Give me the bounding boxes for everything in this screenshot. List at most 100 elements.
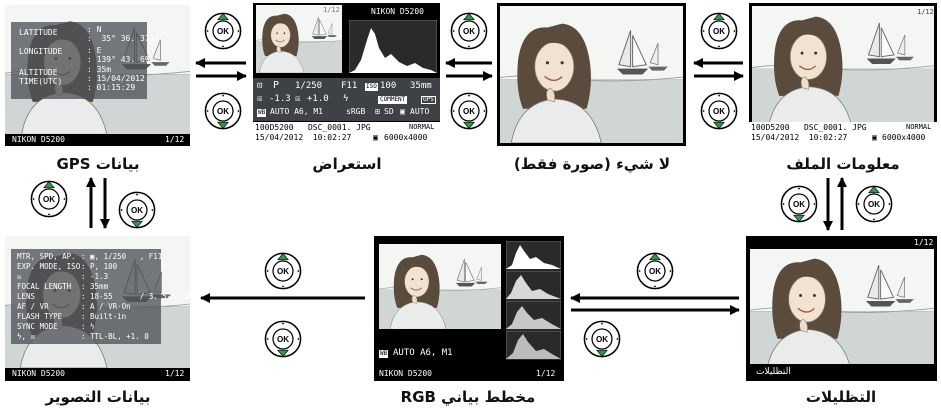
shooting-row-label: FLASH TYPE bbox=[17, 312, 63, 321]
shooting-row-value: : ▣, 1/250 , F11 bbox=[81, 252, 163, 261]
caption-highlights: التظليلات bbox=[805, 388, 877, 406]
d-lighting-icon: ▣ bbox=[400, 107, 405, 116]
exposure-comp-value: -1.3 bbox=[269, 94, 291, 104]
shooting-row-label: SYNC MODE bbox=[17, 322, 58, 331]
histogram-blue bbox=[506, 330, 561, 360]
file-info-screen: 1/12 100D5200 DSC_0001. JPG NORMAL 15/04… bbox=[749, 3, 937, 146]
luminance-histogram bbox=[349, 20, 437, 73]
file-image-size-icon: ▣ bbox=[872, 133, 877, 142]
gps-data-screen: LATITUDE : N : 35° 36. 371' LONGITUDE : … bbox=[5, 5, 190, 146]
longitude-label: LONGITUDE bbox=[19, 47, 63, 56]
d-lighting-value: AUTO bbox=[410, 107, 430, 116]
altitude-label: ALTITUDE bbox=[19, 68, 58, 77]
highlights-screen: 1/12 التظليلات bbox=[746, 236, 937, 381]
multi-selector-down-icon bbox=[780, 185, 818, 223]
image-size: 6000x4000 bbox=[384, 133, 428, 142]
overview-info-bar bbox=[253, 78, 440, 121]
comment-icon: COMMENT bbox=[378, 96, 408, 104]
rgb-white-balance-icon: WB bbox=[379, 350, 389, 358]
file-capture-datetime: 15/04/2012 10:02:27 bbox=[751, 133, 848, 142]
longitude-ew: : E bbox=[87, 46, 102, 55]
shooting-row-value: : TTL-BL, +1. 0 bbox=[81, 332, 149, 341]
multi-selector-up-icon bbox=[636, 252, 674, 290]
frame-counter: 1/12 bbox=[165, 135, 185, 144]
shooting-row-label: ϟ, ☒ bbox=[17, 332, 36, 341]
time-utc-label: TIME(UTC) bbox=[19, 77, 63, 86]
gps-icon: GPS bbox=[421, 96, 436, 104]
overview-screen: 1/12 NIKON D5200 ⊡ P 1/250 F11 ISO 100 3… bbox=[253, 3, 440, 146]
caption-shooting: بيانات التصوير bbox=[45, 388, 151, 406]
file-frame-counter: 1/12 bbox=[917, 8, 934, 16]
multi-selector-down-icon bbox=[583, 320, 621, 358]
shooting-frame-counter: 1/12 bbox=[165, 369, 185, 378]
shooting-row-value: : 35mm bbox=[81, 282, 109, 291]
altitude-value: : 35m bbox=[87, 65, 112, 74]
gps-overlay bbox=[11, 22, 147, 99]
shooting-row-value: : ϟ bbox=[81, 322, 95, 331]
multi-selector-up-icon bbox=[700, 12, 738, 50]
rgb-white-balance-value: AUTO A6, M1 bbox=[393, 348, 453, 358]
shooting-row-value: : Built-in bbox=[81, 312, 127, 321]
multi-selector-up-icon bbox=[30, 180, 68, 218]
shooting-row-value: : 18-55 / 3. 5-5. 6 bbox=[81, 292, 190, 301]
rgb-camera-model: NIKON D5200 bbox=[379, 369, 432, 378]
shooting-row-label: FOCAL LENGTH bbox=[17, 282, 72, 291]
histogram-green bbox=[506, 300, 561, 330]
latitude-value: : 35° 36. 371' bbox=[87, 34, 160, 43]
image-only-screen bbox=[497, 3, 686, 146]
highlights-label: التظليلات bbox=[756, 367, 791, 377]
rgb-histogram-screen: WB AUTO A6, M1 NIKON D5200 1/12 bbox=[374, 236, 564, 381]
caption-none: لا شيء (صورة فقط) bbox=[513, 155, 671, 173]
highlights-frame-counter: 1/12 bbox=[914, 238, 934, 247]
file-info-strip bbox=[749, 122, 937, 146]
iso-value: 100 bbox=[380, 81, 397, 91]
picture-control-icon: ⊞ bbox=[375, 107, 380, 116]
latitude-label: LATITUDE bbox=[19, 28, 58, 37]
multi-selector-down-icon bbox=[264, 320, 302, 358]
date-value: : 15/04/2012 bbox=[87, 74, 145, 83]
caption-file-info: معلومات الملف bbox=[786, 155, 900, 173]
multi-selector-down-icon bbox=[118, 191, 156, 229]
multi-selector-up-icon bbox=[450, 12, 488, 50]
overview-file-strip bbox=[253, 122, 440, 146]
shooting-row-value: : P, 100 bbox=[81, 262, 118, 271]
image-quality: NORMAL bbox=[409, 123, 435, 131]
picture-control-value: SD bbox=[384, 107, 394, 116]
shooting-overlay bbox=[11, 249, 161, 344]
shooting-row-value: : A / VR-On bbox=[81, 302, 131, 311]
multi-selector-up-icon bbox=[855, 185, 893, 223]
camera-model: NIKON D5200 bbox=[12, 135, 65, 144]
aperture: F11 bbox=[341, 81, 358, 91]
shooting-row-label: EXP. MODE, ISO bbox=[17, 262, 81, 271]
white-balance-icon: WB bbox=[257, 109, 267, 117]
rgb-histograms bbox=[506, 241, 561, 360]
longitude-value: : 139° 43. 696' bbox=[87, 55, 160, 64]
metering-icon: ⊡ bbox=[257, 81, 263, 91]
caption-overview: استعراض bbox=[312, 155, 382, 173]
file-image-size: 6000x4000 bbox=[882, 133, 926, 142]
multi-selector-down-icon bbox=[204, 92, 242, 130]
histogram-red bbox=[506, 270, 561, 300]
flash-comp-value: +1.0 bbox=[307, 94, 329, 104]
shooting-row-value: : -1.3 bbox=[81, 272, 109, 281]
multi-selector-up-icon bbox=[264, 252, 302, 290]
exposure-mode: P bbox=[273, 80, 280, 91]
file-folder-file-name: 100D5200 DSC_0001. JPG bbox=[751, 123, 867, 132]
multi-selector-down-icon bbox=[450, 92, 488, 130]
multi-selector-down-icon bbox=[700, 92, 738, 130]
histogram-luminance bbox=[506, 241, 561, 270]
flash-icon: ϟ bbox=[343, 94, 349, 104]
latitude-ns: : N bbox=[87, 25, 102, 34]
capture-datetime: 15/04/2012 10:02:27 bbox=[255, 133, 352, 142]
time-value: : 01:15:29 bbox=[87, 83, 136, 92]
shooting-row-label: LENS bbox=[17, 292, 36, 301]
shooting-row-label: AF / VR bbox=[17, 302, 49, 311]
shooting-row-label: ☒ bbox=[17, 272, 22, 281]
multi-selector-up-icon bbox=[204, 12, 242, 50]
white-balance-value: AUTO A6, M1 bbox=[270, 107, 323, 116]
file-image-quality: NORMAL bbox=[906, 123, 932, 131]
iso-icon: ISO bbox=[365, 83, 378, 91]
exposure-comp-icon: ☒ bbox=[257, 94, 263, 104]
